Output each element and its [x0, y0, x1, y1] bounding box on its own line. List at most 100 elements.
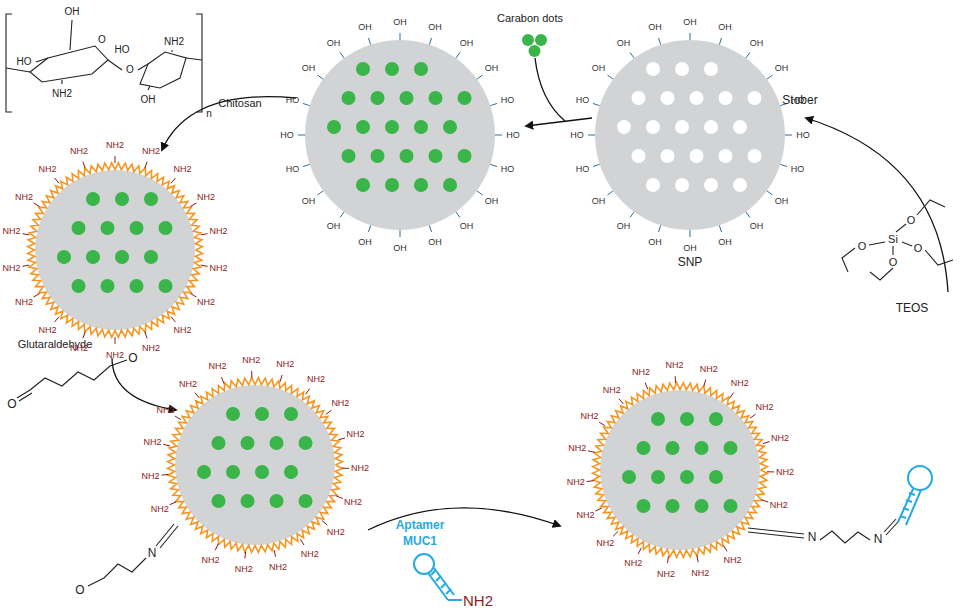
amine-group: NH2 [173, 165, 191, 174]
bond-stem [490, 164, 497, 166]
bond-stem [477, 75, 483, 79]
aptamer-label: MUC1 [403, 535, 437, 547]
bond-stem [667, 556, 669, 563]
amine-group: NH2 [70, 147, 88, 156]
particle-dot [443, 178, 457, 192]
activated-particle [168, 378, 343, 553]
particle-dot [226, 407, 240, 421]
hydroxyl-group: OH [617, 222, 631, 231]
particle-dot [637, 441, 651, 455]
particle-dot [704, 120, 718, 134]
particle-dot [719, 149, 733, 163]
hydroxyl-group: OH [750, 222, 764, 231]
amine-group: NH2 [331, 399, 349, 408]
particle-dot [690, 149, 704, 163]
bond-stem [22, 265, 29, 266]
amine-group: NH2 [269, 563, 287, 572]
amine-group: NH2 [142, 147, 160, 156]
bond-stem [645, 383, 648, 390]
particle-label: SNP [678, 256, 703, 268]
amine-group: NH2 [691, 569, 709, 578]
particle-dot [130, 221, 144, 235]
bond-stem [201, 265, 208, 266]
bond-stem [83, 162, 85, 169]
particle-dot [72, 221, 86, 235]
particle-dot [695, 499, 709, 513]
particle-dot [356, 62, 370, 76]
particle-dot [144, 192, 158, 206]
particle-dot [680, 412, 694, 426]
hydroxyl-group: OH [460, 222, 474, 231]
particle-dot [144, 250, 158, 264]
bond-stem [658, 38, 660, 45]
amine-group: NH2 [568, 444, 586, 453]
bond-stem [244, 551, 246, 558]
particle-dot [212, 436, 226, 450]
hydroxyl-group: HO [791, 165, 805, 174]
particle-dot [724, 499, 738, 513]
hydroxyl-group: HO [501, 96, 515, 105]
amine-group: NH2 [197, 193, 215, 202]
particle-dot [299, 494, 313, 508]
particle-dot [748, 149, 762, 163]
bond-stem [690, 230, 691, 237]
bond-stem [338, 438, 345, 440]
amine-group: NH2 [771, 434, 789, 443]
bond-stem [175, 416, 181, 420]
particle-dot [356, 120, 370, 134]
bond-stem [724, 545, 728, 551]
hydroxyl-group: OH [592, 197, 606, 206]
atom-label: O [126, 65, 134, 75]
amine-group: NH2 [197, 298, 215, 307]
amine-group: NH2 [463, 593, 493, 608]
particle-dot [212, 494, 226, 508]
particle-dot [72, 279, 86, 293]
atom-label: OH [65, 7, 80, 17]
hydroxyl-group: HO [506, 131, 520, 140]
bond-stem [322, 521, 327, 525]
bond-stem [274, 550, 276, 557]
amine-group: NH2 [15, 298, 33, 307]
particle-dot [637, 499, 651, 513]
particle-dot [666, 441, 680, 455]
amine-group: NH2 [142, 344, 160, 353]
hydroxyl-group: HO [286, 165, 300, 174]
particle-dot [704, 178, 718, 192]
amine-group: NH2 [700, 365, 718, 374]
particle-dot [371, 149, 385, 163]
atom-label: Si [888, 234, 898, 245]
amine-group: NH2 [776, 468, 794, 477]
bond-stem [638, 548, 641, 554]
bond-stem [429, 225, 431, 232]
hydroxyl-group: OH [358, 238, 372, 247]
atom-label: O [75, 584, 84, 596]
particle-dot [651, 470, 665, 484]
bond-stem [201, 234, 208, 235]
particle-dot [255, 465, 269, 479]
arrow-cd-loading [526, 118, 592, 126]
bond-stem [587, 480, 594, 482]
particle-dot [748, 91, 762, 105]
particle-dot [342, 149, 356, 163]
hydroxyl-group: OH [327, 39, 341, 48]
subscript-n: n [206, 109, 212, 119]
amine-group: NH2 [577, 511, 595, 520]
hydroxyl-group: HO [576, 165, 590, 174]
amine-group: NH2 [581, 412, 599, 421]
carbon-dot-feed [535, 58, 565, 121]
bond-stem [34, 294, 40, 298]
bond-stem [115, 337, 116, 344]
hydroxyl-group: OH [302, 64, 316, 73]
aptamer-label: Aptamer [396, 519, 445, 531]
particle-dot [159, 279, 173, 293]
bond-stem [593, 103, 600, 105]
bond-stem [429, 38, 431, 45]
particle-dot [666, 499, 680, 513]
bond-stem [588, 451, 595, 452]
particle-dot [675, 178, 689, 192]
hydroxyl-group: OH [485, 197, 499, 206]
bond-stem [342, 468, 349, 469]
amine-group: NH2 [151, 505, 169, 514]
bond-stem [22, 234, 29, 235]
bond-stem [607, 191, 613, 195]
